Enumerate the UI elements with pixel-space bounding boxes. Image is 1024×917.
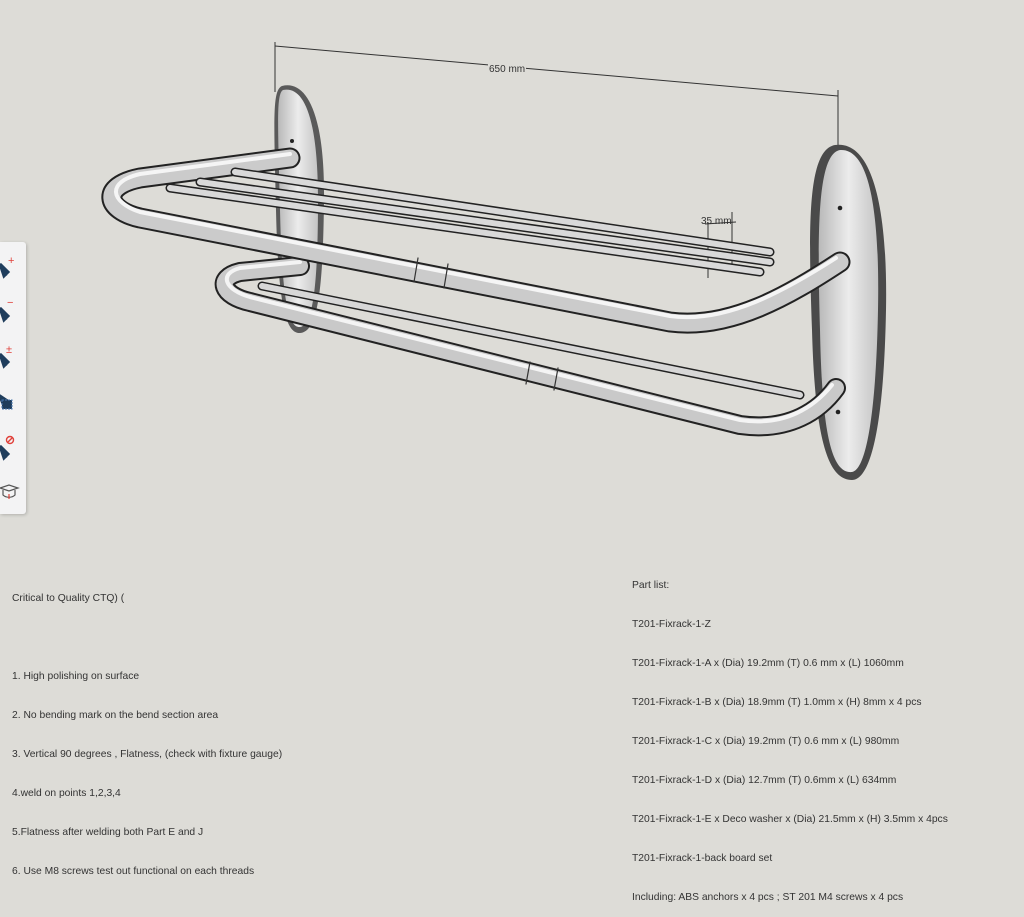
part-item: T201-Fixrack-1-Z xyxy=(632,619,711,630)
cursor-icon xyxy=(0,352,11,369)
part-item: T201-Fixrack-1-D x (Dia) 12.7mm (T) 0.6m… xyxy=(632,775,897,786)
part-item: T201-Fixrack-1-C x (Dia) 19.2mm (T) 0.6 … xyxy=(632,736,900,747)
spacing-dimension-label: 35 mm xyxy=(701,216,732,227)
part-list: Part list: T201-Fixrack-1-Z T201-Fixrack… xyxy=(632,553,948,917)
right-back-plate xyxy=(810,144,887,480)
window-icon xyxy=(1,399,13,410)
cursor-icon xyxy=(0,444,11,461)
plus-minus-icon: ± xyxy=(6,344,12,356)
towel-rack xyxy=(101,147,851,437)
part-item: Including: ABS anchors x 4 pcs ; ST 201 … xyxy=(632,892,904,903)
ctq-item: 6. Use M8 screws test out functional on … xyxy=(12,866,255,877)
minus-icon: − xyxy=(7,297,13,309)
ctq-item: 5.Flatness after welding both Part E and… xyxy=(12,827,204,838)
width-dimension-label: 650 mm xyxy=(488,64,527,75)
upper-rail xyxy=(101,147,851,334)
select-add-tool[interactable]: + xyxy=(0,246,26,286)
selection-toolbar: + − ± xyxy=(0,242,26,514)
part-list-title: Part list: xyxy=(632,580,670,591)
ctq-item: 3. Vertical 90 degrees , Flatness, (chec… xyxy=(12,749,283,760)
ctq-item: 4.weld on points 1,2,3,4 xyxy=(12,788,121,799)
select-none-tool[interactable] xyxy=(0,428,26,468)
ctq-notes: Critical to Quality CTQ) ( 1. High polis… xyxy=(12,566,282,891)
ctq-item: 1. High polishing on surface xyxy=(12,671,140,682)
select-window-tool[interactable] xyxy=(0,382,26,422)
model-viewport[interactable] xyxy=(0,0,1024,701)
cursor-icon xyxy=(0,262,11,279)
part-item: T201-Fixrack-1-back board set xyxy=(632,853,773,864)
plus-icon: + xyxy=(8,255,14,267)
part-item: T201-Fixrack-1-E x Deco washer x (Dia) 2… xyxy=(632,814,948,825)
select-toggle-tool[interactable]: ± xyxy=(0,336,26,376)
select-subtract-tool[interactable]: − xyxy=(0,290,26,330)
lower-rail xyxy=(214,256,846,437)
part-item: T201-Fixrack-1-B x (Dia) 18.9mm (T) 1.0m… xyxy=(632,697,922,708)
instructor-tool[interactable] xyxy=(0,474,26,514)
cursor-icon xyxy=(0,306,11,323)
ctq-title: Critical to Quality CTQ) ( xyxy=(12,593,125,604)
ctq-item: 2. No bending mark on the bend section a… xyxy=(12,710,219,721)
part-item: T201-Fixrack-1-A x (Dia) 19.2mm (T) 0.6 … xyxy=(632,658,904,669)
prohibit-icon xyxy=(5,435,15,445)
